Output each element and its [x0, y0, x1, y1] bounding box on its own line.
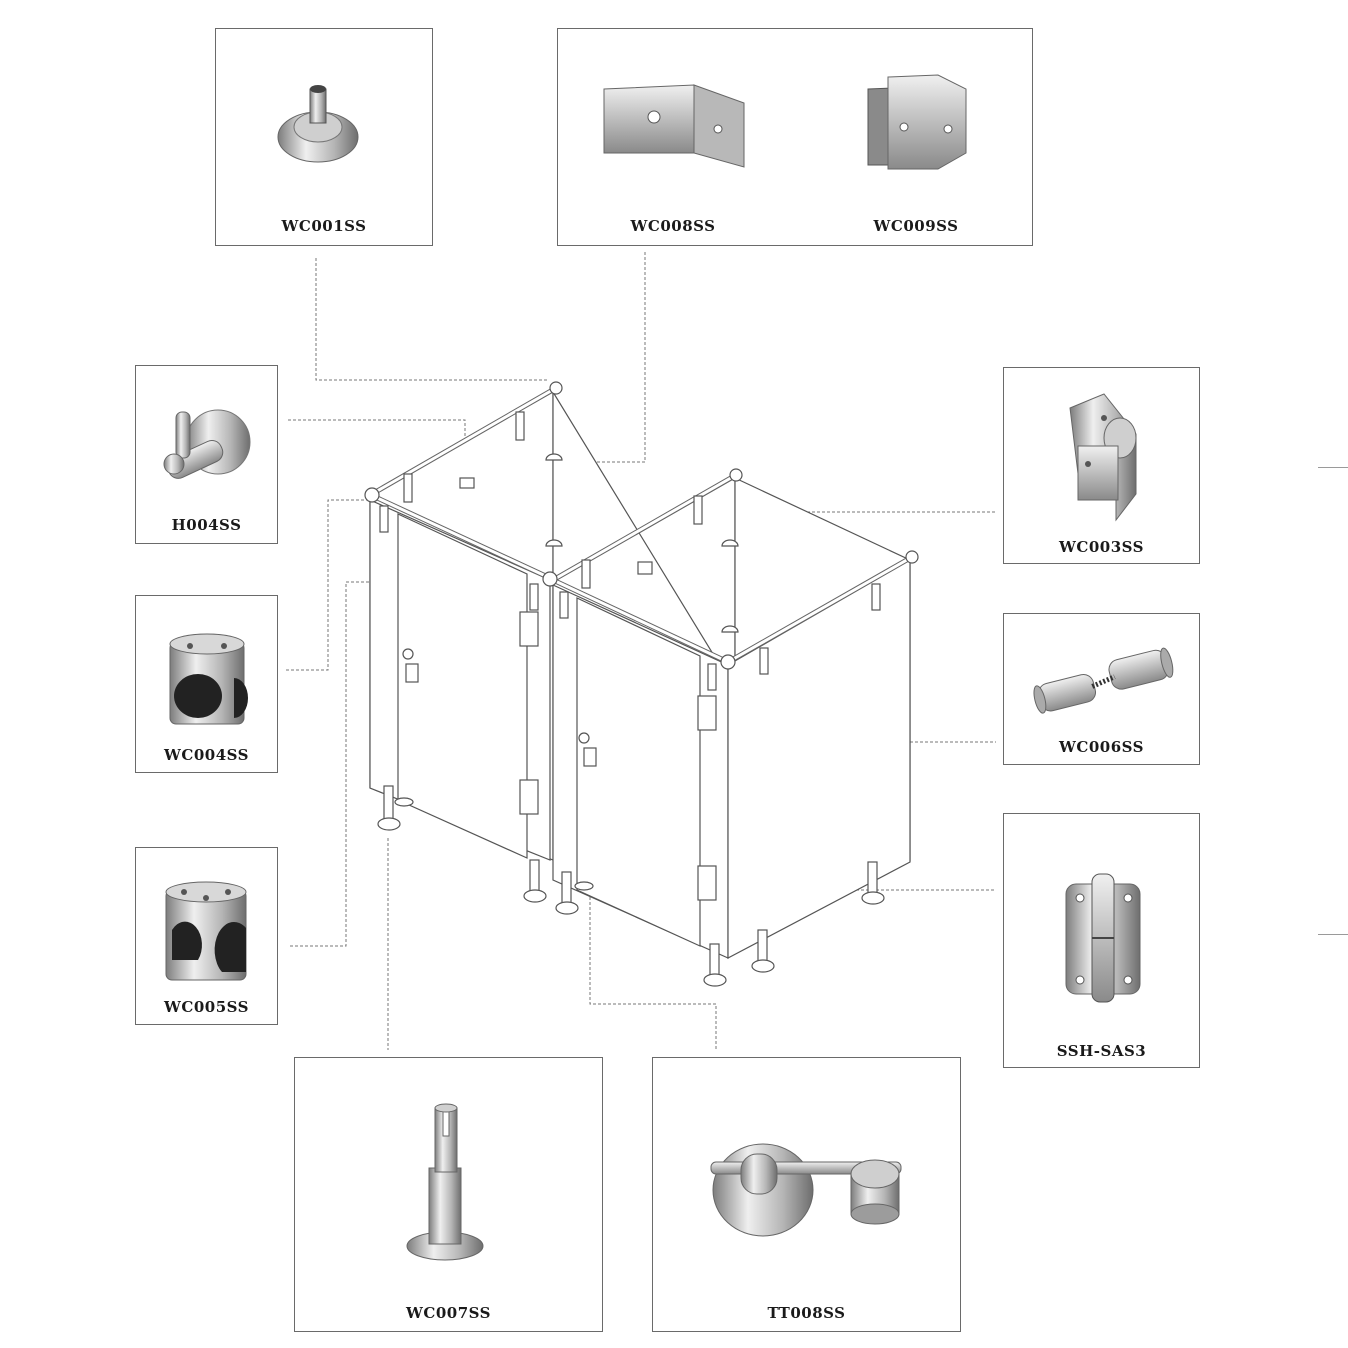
part-code: H004SS [171, 516, 242, 534]
support-leg-icon [406, 1103, 484, 1261]
part-box-wc005ss[interactable]: WC005SS [135, 847, 278, 1025]
coat-hook-icon [163, 409, 251, 479]
rail-coupler-icon [1033, 647, 1174, 714]
part-box-wc007ss[interactable]: WC007SS [294, 1057, 603, 1332]
part-code: TT008SS [767, 1304, 846, 1322]
part-code: WC007SS [406, 1304, 491, 1322]
part-box-h004ss[interactable]: H004SS [135, 365, 278, 544]
hinge-icon [1065, 873, 1141, 1003]
bracket-icons [603, 74, 967, 170]
part-code: WC006SS [1059, 738, 1144, 756]
part-code: WC008SS [630, 217, 716, 235]
part-box-wc006ss[interactable]: WC006SS [1003, 613, 1200, 765]
three-way-connector-icon [165, 881, 247, 981]
stalls [364, 381, 919, 987]
u-bracket-icon [867, 74, 967, 170]
part-box-ssh-sas3[interactable]: SSH-SAS3 [1003, 813, 1200, 1068]
part-box-wc001ss[interactable]: WC001SS [215, 28, 433, 246]
part-code: WC001SS [281, 217, 367, 235]
part-code: WC005SS [164, 998, 249, 1016]
edge-mark [1318, 467, 1348, 468]
part-code: SSH-SAS3 [1056, 1042, 1147, 1060]
door-latch-icon [710, 1143, 902, 1237]
part-code: WC003SS [1059, 538, 1144, 556]
pipe-connector-icon [169, 633, 248, 725]
part-code: WC009SS [873, 217, 959, 235]
part-box-wc004ss[interactable]: WC004SS [135, 595, 278, 773]
edge-mark [1318, 934, 1348, 935]
part-box-tt008ss[interactable]: TT008SS [652, 1057, 961, 1332]
floor-stopper-icon [277, 85, 359, 163]
part-code: WC004SS [164, 746, 249, 764]
part-box-wc008ss-wc009ss[interactable]: WC008SS WC009SS [557, 28, 1033, 246]
rail-clamp-icon [1069, 393, 1137, 522]
part-box-wc003ss[interactable]: WC003SS [1003, 367, 1200, 564]
angle-bracket-icon [603, 84, 745, 168]
